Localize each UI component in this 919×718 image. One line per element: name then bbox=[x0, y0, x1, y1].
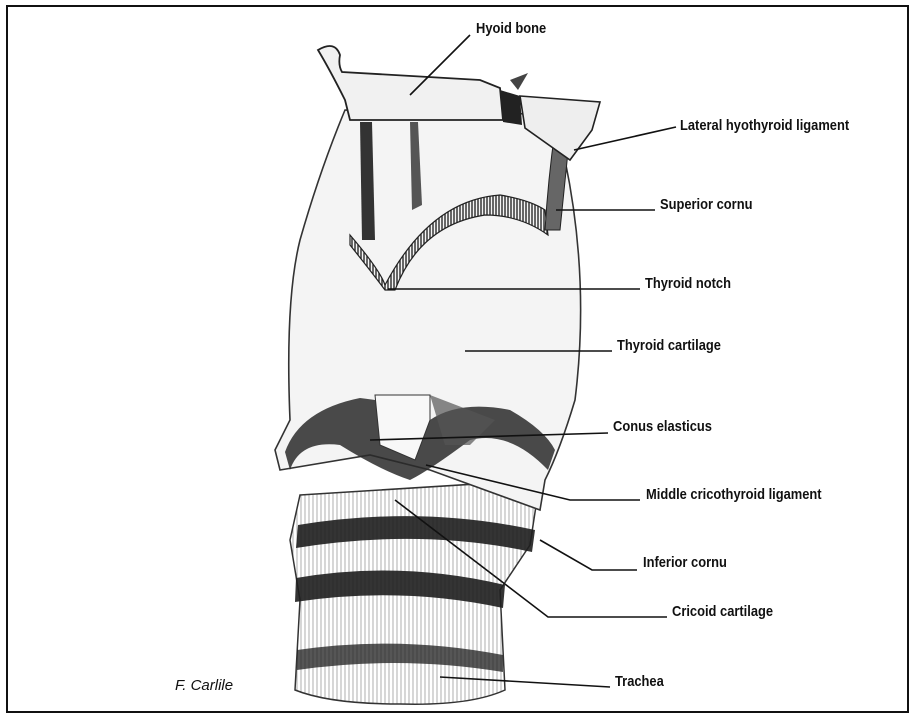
label-middle-cricothyroid-ligament: Middle cricothyroid ligament bbox=[646, 486, 822, 504]
trachea-shape bbox=[290, 480, 540, 704]
leader-inferior-cornu bbox=[540, 540, 637, 570]
label-lateral-hyothyroid-ligament: Lateral hyothyroid ligament bbox=[680, 117, 849, 135]
label-cricoid-cartilage: Cricoid cartilage bbox=[672, 603, 773, 621]
label-inferior-cornu: Inferior cornu bbox=[643, 554, 727, 572]
artist-credit: F. Carlile bbox=[175, 677, 233, 695]
label-thyroid-cartilage: Thyroid cartilage bbox=[617, 337, 721, 355]
label-thyroid-notch: Thyroid notch bbox=[645, 275, 731, 293]
thyroid-cartilage-shape bbox=[275, 110, 581, 510]
label-superior-cornu: Superior cornu bbox=[660, 196, 752, 214]
label-trachea: Trachea bbox=[615, 673, 664, 691]
label-hyoid-bone: Hyoid bone bbox=[476, 20, 546, 38]
label-conus-elasticus: Conus elasticus bbox=[613, 418, 712, 436]
